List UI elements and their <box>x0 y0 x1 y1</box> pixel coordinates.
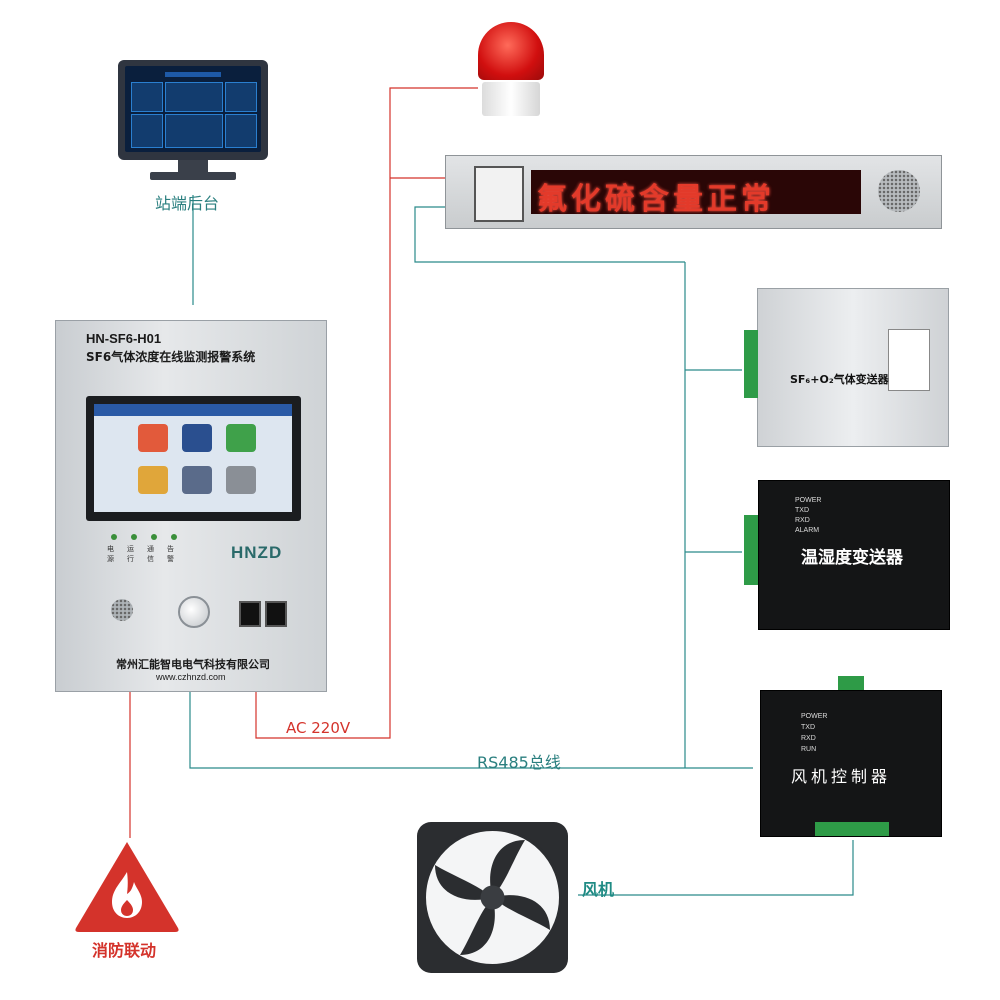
led-panel: 氟化硫含量正常 <box>531 170 861 217</box>
ir-sensor <box>474 166 524 222</box>
fc-signal-run: RUN <box>801 746 817 753</box>
speaker <box>111 599 133 621</box>
backend-monitor <box>118 60 268 160</box>
th-terminal <box>744 515 758 585</box>
cabinet-model: HN-SF6-H01 <box>86 331 162 346</box>
gauge-icon <box>138 424 168 452</box>
th-signal-power: POWER <box>795 497 822 504</box>
company-name: 常州汇能智电电气科技有限公司 <box>116 658 270 671</box>
company-website: www.czhnzd.com <box>156 672 226 682</box>
th-signal-rxd: RXD <box>795 517 810 524</box>
monitor-stand <box>178 160 208 174</box>
temp-humidity-transmitter: POWER TXD RXD ALARM 温湿度变送器 <box>758 480 950 630</box>
switch-fan <box>239 601 261 627</box>
ac-power-line <box>255 87 478 739</box>
fan-icon <box>182 424 212 452</box>
alarm-light-base <box>482 82 540 116</box>
brand-logo: HNZD <box>231 543 283 562</box>
temp-humidity-label: 温湿度变送器 <box>801 548 903 568</box>
monitoring-cabinet: HN-SF6-H01 SF6气体浓度在线监测报警系统 电源 运行 通信 告警 H… <box>55 320 327 692</box>
grid-icon <box>182 466 212 494</box>
th-signal-alarm: ALARM <box>795 527 820 534</box>
indicator-run: 运行 <box>127 545 134 563</box>
fc-bottom-terminal <box>815 822 889 836</box>
indicator-alarm: 告警 <box>167 545 174 563</box>
alarm-light-dome <box>478 22 544 80</box>
fan-controller: POWER TXD RXD RUN 风机控制器 <box>760 690 942 837</box>
monitor-base <box>150 172 236 180</box>
fc-signal-power: POWER <box>801 713 828 720</box>
fc-top-terminal <box>838 676 864 690</box>
ac-220v-label: AC 220V <box>286 719 351 737</box>
fire-linkage-label: 消防联动 <box>92 941 157 960</box>
fan-label: 风机 <box>582 880 615 899</box>
trend-icon <box>138 466 168 494</box>
sf6-terminal <box>744 330 758 398</box>
touch-screen <box>86 396 301 521</box>
bus-to-sign <box>414 206 685 263</box>
led-display: 氟化硫含量正常 <box>445 155 942 229</box>
indicator-power: 电源 <box>107 545 114 563</box>
monitor-screen <box>125 66 261 152</box>
indicator-comm: 通信 <box>147 545 154 563</box>
horn-speaker <box>878 170 920 212</box>
led-text: 氟化硫含量正常 <box>537 182 775 217</box>
pir-sensor <box>178 596 210 628</box>
fan-controller-label: 风机控制器 <box>791 767 892 786</box>
th-signal-txd: TXD <box>795 507 809 514</box>
fan-icon <box>417 822 568 973</box>
fc-signal-rxd: RXD <box>801 735 816 742</box>
rs485-bus-label: RS485总线 <box>477 753 561 772</box>
cabinet-title: SF6气体浓度在线监测报警系统 <box>86 350 256 364</box>
fire-warning-icon <box>75 842 179 932</box>
fc-signal-txd: TXD <box>801 724 815 731</box>
station-backend-label: 站端后台 <box>155 194 220 213</box>
chart-icon <box>226 424 256 452</box>
sf6-transmitter-label: SF₆+O₂气体变送器 <box>790 373 889 386</box>
nameplate <box>888 329 930 391</box>
sf6-o2-transmitter: SF₆+O₂气体变送器 <box>757 288 949 447</box>
tools-icon <box>226 466 256 494</box>
switch-power <box>265 601 287 627</box>
fan-link <box>578 840 854 896</box>
rs485-bus <box>189 690 753 769</box>
